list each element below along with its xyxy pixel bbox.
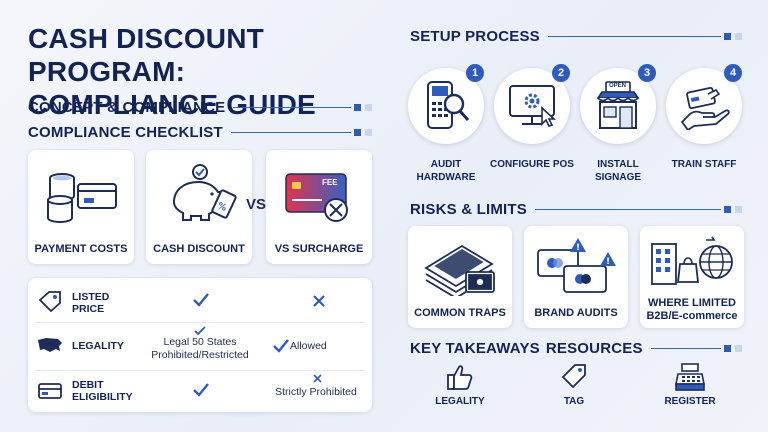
check-icon — [273, 339, 289, 353]
section-checklist: COMPLIANCE CHECKLIST — [28, 124, 372, 141]
building-globe-icon — [651, 236, 733, 285]
cash-stack-icon — [424, 244, 495, 296]
tag-icon — [561, 364, 586, 389]
section-risks: RISKS & LIMITS — [410, 201, 742, 218]
section-setup: SETUP PROCESS — [410, 28, 742, 45]
section-divider — [534, 208, 721, 211]
section-divider — [233, 106, 351, 109]
footer-label-legality: LEGALITY — [435, 396, 485, 407]
hand-card-icon — [680, 86, 730, 130]
risk-card-brand-audits[interactable]: ! ! BRAND AUDITS — [524, 226, 628, 328]
row-divider — [36, 322, 364, 323]
step-number-badge: 1 — [466, 64, 484, 82]
step-number-badge: 2 — [552, 64, 570, 82]
concept-card-cash-discount[interactable]: % CASH DISCOUNT — [146, 150, 252, 264]
section-resources-title: RESOURCES — [545, 340, 643, 357]
section-takeaways-title: KEY TAKEAWAYS — [410, 340, 540, 357]
step-number-badge: 4 — [724, 64, 742, 82]
price-tag-icon — [38, 291, 61, 312]
section-marker — [724, 33, 731, 40]
cross-icon — [313, 374, 322, 383]
page-title-line2: COMPLIANCE GUIDE — [28, 89, 316, 120]
usa-map-icon — [38, 338, 62, 352]
step-number-badge: 3 — [638, 64, 656, 82]
svg-text:!: ! — [576, 243, 580, 253]
section-divider — [650, 347, 721, 350]
section-marker — [735, 345, 742, 352]
vs-text: VS — [246, 196, 267, 213]
coins-card-icon — [47, 173, 117, 223]
setup-step-2[interactable] — [494, 68, 570, 144]
risk-card-label-line1: WHERE LIMITED — [648, 297, 736, 309]
monitor-gear-icon — [509, 85, 557, 127]
section-marker — [365, 104, 372, 111]
debit-col2-text: Strictly Prohibited — [275, 386, 357, 398]
step-label-audit-hardware: AUDIT HARDWARE — [416, 159, 476, 183]
page-title: CASH DISCOUNT PROGRAM: COMPLIANCE GUIDE — [28, 22, 418, 121]
footer-label-tag: TAG — [563, 396, 585, 407]
step-label-configure-pos: CONFIGURE POS — [490, 159, 574, 170]
compliance-checklist-table: LISTED PRICE LEGALITY Legal 50 States Pr… — [28, 278, 372, 412]
concept-card-payment-costs[interactable]: PAYMENT COSTS — [28, 150, 134, 264]
section-risks-title: RISKS & LIMITS — [410, 201, 527, 218]
risk-card-common-traps[interactable]: COMMON TRAPS — [408, 226, 512, 328]
concept-card-vs-surcharge[interactable]: FEE VS SURCHARGE — [266, 150, 372, 264]
section-divider — [230, 131, 351, 134]
section-setup-title: SETUP PROCESS — [410, 28, 540, 45]
thumbs-up-icon — [447, 365, 473, 390]
section-marker — [354, 129, 361, 136]
concept-card-label: CASH DISCOUNT — [153, 243, 245, 255]
section-marker — [354, 104, 361, 111]
section-marker — [365, 129, 372, 136]
row-label-listed-price: LISTED PRICE — [72, 291, 110, 315]
risk-card-label: BRAND AUDITS — [534, 307, 618, 319]
legality-col1-text: Legal 50 States Prohibited/Restricted — [151, 336, 249, 361]
section-takeaways-resources: KEY TAKEAWAYS RESOURCES — [410, 340, 742, 357]
check-icon — [193, 383, 209, 397]
section-marker — [735, 33, 742, 40]
section-checklist-title: COMPLIANCE CHECKLIST — [28, 124, 223, 141]
section-divider — [547, 35, 721, 38]
cross-icon — [313, 295, 325, 307]
check-icon — [194, 326, 206, 336]
card-terminal-magnifier-icon — [427, 81, 470, 129]
concept-card-label: VS SURCHARGE — [274, 243, 364, 255]
concept-card-label: PAYMENT COSTS — [34, 243, 128, 255]
check-icon — [193, 293, 209, 307]
debit-card-icon — [38, 383, 62, 399]
section-concept-title: CONCEPT & COMPLIANCE — [28, 99, 226, 116]
section-marker — [724, 345, 731, 352]
risk-card-where-limited[interactable]: WHERE LIMITED B2B/E-commerce — [640, 226, 744, 328]
row-label-legality: LEGALITY — [72, 340, 124, 352]
risk-card-label: WHERE LIMITED B2B/E-commerce — [640, 297, 744, 323]
risk-card-label-line2: B2B/E-commerce — [646, 310, 738, 322]
section-concept: CONCEPT & COMPLIANCE — [28, 99, 372, 116]
footer-label-register: REGISTER — [664, 396, 716, 407]
setup-step-4[interactable] — [666, 68, 742, 144]
storefront-open-icon — [596, 81, 640, 129]
cards-warning-icon: ! ! — [537, 238, 616, 293]
step-label-train-staff: TRAIN STAFF — [671, 159, 737, 170]
row-divider — [36, 370, 364, 371]
section-marker — [724, 206, 731, 213]
svg-text:%: % — [216, 201, 228, 214]
row-label-debit-eligibility: DEBIT ELIGIBILITY — [72, 379, 133, 403]
risk-card-label: COMMON TRAPS — [414, 307, 506, 319]
open-sign-text: OPEN — [609, 83, 627, 89]
page-title-line1: CASH DISCOUNT PROGRAM: — [28, 23, 264, 87]
section-marker — [735, 206, 742, 213]
legality-col2-text: Allowed — [290, 340, 327, 352]
fee-text: FEE — [322, 178, 338, 187]
piggy-bank-icon: % — [172, 164, 237, 221]
cash-register-icon — [675, 363, 705, 391]
svg-text:!: ! — [606, 257, 610, 267]
step-label-install-signage: INSTALL SIGNAGE — [594, 159, 642, 183]
fee-card-icon — [285, 173, 348, 222]
